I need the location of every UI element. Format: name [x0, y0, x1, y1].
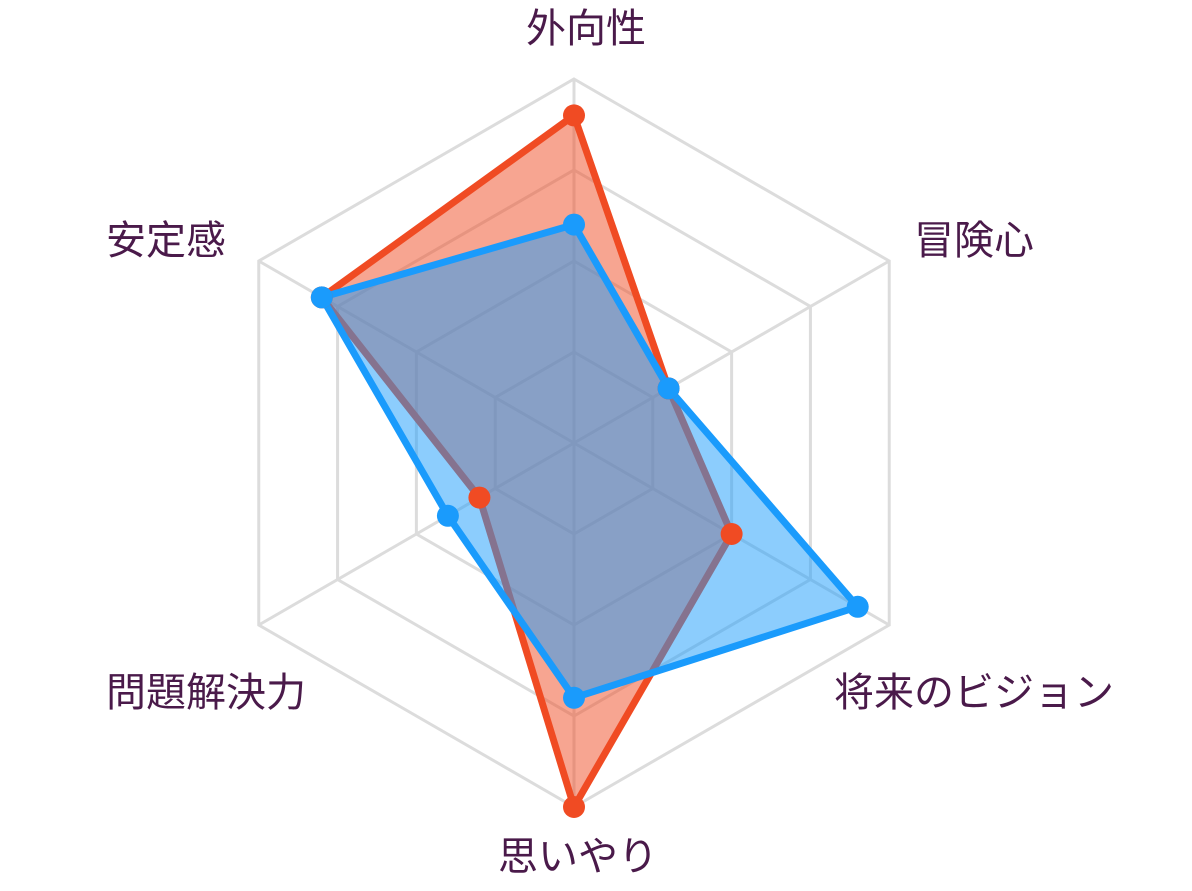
series-blue-point-1 [657, 377, 680, 400]
axis-label-0: 外向性 [526, 6, 646, 52]
series-red-point-2 [720, 523, 743, 545]
series-blue-point-5 [310, 286, 333, 309]
radar-series [310, 104, 869, 818]
series-red-point-0 [563, 104, 585, 127]
axis-label-1: 冒険心 [914, 218, 1034, 264]
series-red-point-3 [563, 796, 585, 818]
series-red-point-4 [468, 486, 491, 509]
axis-labels: 外向性 冒険心 将来のビジョン 思いやり 問題解決力 安定感 [106, 6, 1114, 880]
series-blue-point-0 [563, 213, 585, 236]
axis-label-3: 思いやり [498, 834, 658, 880]
axis-label-5: 安定感 [106, 218, 226, 264]
series-blue-point-3 [563, 686, 585, 709]
series-blue-area [318, 221, 862, 702]
series-blue-point-2 [846, 595, 869, 618]
series-blue-point-4 [436, 504, 459, 527]
axis-label-4: 問題解決力 [106, 670, 306, 716]
axis-label-2: 将来のビジョン [834, 670, 1114, 716]
